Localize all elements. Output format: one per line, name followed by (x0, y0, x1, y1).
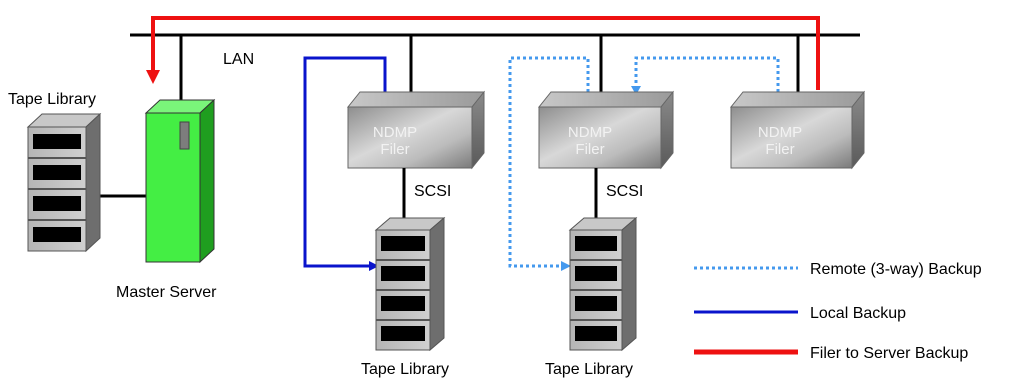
filer-3-line1: NDMP (758, 124, 802, 141)
lan-backbone (130, 33, 860, 100)
ndmp-filer-2: NDMP Filer (537, 90, 675, 170)
filer-to-server-path (146, 16, 820, 90)
legend-label-local: Local Backup (810, 305, 906, 322)
scsi-label-2: SCSI (606, 183, 643, 200)
scsi-label-1: SCSI (414, 183, 451, 200)
remote-backup-path (508, 56, 780, 271)
tape-library-1 (374, 216, 446, 352)
legend-label-filer-to-server: Filer to Server Backup (810, 345, 968, 362)
master-server-label: Master Server (116, 284, 217, 301)
lan-label: LAN (223, 51, 254, 68)
master-server (144, 98, 216, 264)
local-backup-path (303, 56, 387, 271)
tape-library-1-label: Tape Library (361, 361, 449, 378)
legend: Remote (3-way) Backup Local Backup Filer… (694, 261, 982, 362)
tape-library-left-label: Tape Library (8, 91, 96, 108)
filer-2-line2: Filer (575, 141, 604, 158)
legend-label-remote: Remote (3-way) Backup (810, 261, 982, 278)
filer-2-line1: NDMP (568, 124, 612, 141)
ndmp-filer-3: NDMP Filer (729, 90, 866, 170)
tape-library-left (26, 112, 102, 253)
filer-3-line2: Filer (765, 141, 794, 158)
ndmp-filer-1: NDMP Filer (346, 90, 486, 170)
tape-library-2-label: Tape Library (545, 361, 633, 378)
tape-library-2 (568, 216, 638, 352)
filer-1-line1: NDMP (373, 124, 417, 141)
filer-1-line2: Filer (380, 141, 409, 158)
